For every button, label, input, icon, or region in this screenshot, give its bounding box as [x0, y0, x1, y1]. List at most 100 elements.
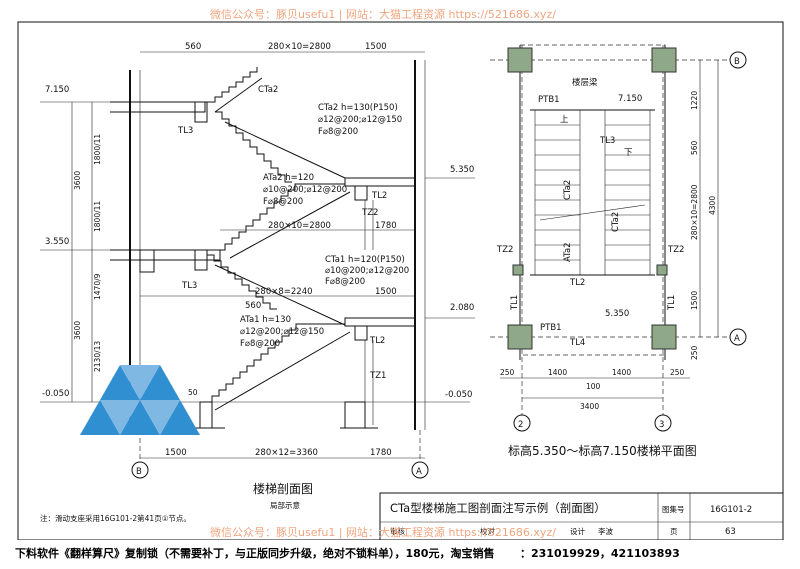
break-line	[539, 204, 646, 221]
dim-1780a: 1780	[375, 221, 397, 231]
sheet-border	[17, 21, 784, 541]
logo-tri-2	[120, 365, 160, 400]
beam-tl2-lower	[354, 325, 368, 341]
label-ata2-spec3: F⌀8@200	[263, 197, 303, 207]
plan-tz2-right	[656, 264, 668, 276]
title-block-review: 审核	[390, 526, 405, 536]
plan-column-tl	[507, 47, 533, 73]
logo-tri-5	[120, 400, 160, 435]
flight-cta1	[207, 254, 277, 310]
flight-ata2-soffit	[229, 191, 351, 259]
beam-tl3-top	[194, 101, 208, 123]
plan-tl1-right: TL1	[667, 295, 677, 311]
plan-dim-100: 100	[586, 382, 601, 391]
logo-tri-8	[160, 400, 200, 435]
plan-rdim-4300: 4300	[708, 196, 717, 215]
label-cta2-spec3: F⌀8@200	[318, 127, 358, 137]
plan-tl3: TL3	[599, 136, 615, 146]
plan-ptb1-top: PTB1	[538, 95, 560, 105]
section-note: 注：滑动支座采用16G101-2第41页①节点。	[40, 513, 191, 523]
label-cta1-spec1: CTa1 h=120(P150)	[325, 255, 405, 265]
plan-rdim-250: 250	[690, 345, 699, 360]
beam-tl2-upper	[354, 185, 368, 201]
label-ata1-spec3: F⌀8@200	[240, 339, 280, 349]
elev-r-minus-0050: -0.050	[445, 390, 472, 400]
flight-top-soffit	[214, 77, 263, 113]
title-block-atlas-no: 16G101-2	[710, 505, 752, 515]
plan-ata2: ATa2	[563, 242, 573, 262]
axis-a-bubble	[411, 461, 429, 479]
axis-b-label: B	[136, 467, 142, 477]
slab-3550	[110, 249, 221, 261]
logo-tri-1	[100, 365, 140, 400]
dim-1500b: 1500	[375, 287, 397, 297]
title-block-designer: 李波	[598, 526, 613, 536]
plan-elev-bot: 5.350	[605, 309, 629, 319]
plan-down: 下	[624, 148, 633, 158]
axis-a-label: A	[416, 467, 422, 477]
plan-axis-a-bubble	[729, 328, 747, 346]
plan-axis-b-bubble	[729, 51, 747, 69]
flight-ata2	[220, 183, 345, 251]
plan-treads	[530, 109, 655, 276]
plan-axis-2: 2	[518, 420, 523, 430]
section-sub-caption: 局部示意	[270, 500, 300, 510]
elev-2080: 2.080	[450, 303, 474, 313]
plan-elev-top: 7.150	[618, 94, 642, 104]
dim-560b: 560	[245, 301, 261, 311]
plan-tz2-right-label: TZ2	[667, 245, 684, 255]
plan-rdim-2800: 280×10=2800	[690, 184, 699, 240]
label-cta2: CTa2	[258, 85, 278, 95]
title-block-page-label: 页	[670, 527, 678, 536]
section-caption: 楼梯剖面图	[253, 481, 313, 496]
plan-dim-3400: 3400	[580, 402, 599, 411]
left-dim-2: 1800/11	[93, 201, 102, 232]
plan-axis-b: B	[734, 57, 740, 67]
plan-cta2b: CTa2	[611, 212, 621, 232]
plan-right-dims: 1220 560 280×10=2800 1500 250 4300	[690, 60, 719, 360]
footer-text: 下料软件《翻样算尺》复制锁（不需要补丁，与正版同步升级，绝对不锁料单），180元…	[15, 547, 495, 560]
flight-top	[207, 67, 258, 103]
plan-rdim-1500: 1500	[690, 291, 699, 310]
label-ata1-spec1: ATa1 h=130	[240, 315, 291, 325]
dim-top: 280×10=2800	[268, 42, 331, 52]
plan-tl4: TL4	[569, 338, 585, 348]
logo-triangles	[80, 365, 200, 435]
label-cta2-spec1: CTa2 h=130(P150)	[318, 103, 398, 113]
title-block-check: 校对	[480, 526, 495, 536]
slab-7150	[110, 101, 206, 113]
label-cta1-spec2: ⌀10@200;⌀12@200	[325, 266, 409, 276]
left-total-a: 3600	[73, 171, 82, 190]
left-dim-1: 1800/11	[93, 134, 102, 165]
title-block-title: CTa型楼梯施工图剖面注写示例（剖面图）	[390, 501, 606, 515]
plan-dim-250b: 250	[670, 368, 685, 377]
plan-axis-3: 3	[659, 420, 664, 430]
label-tz1: TZ1	[369, 371, 386, 381]
dim-bottom: 280×12=3360	[255, 448, 318, 458]
left-total-b: 3600	[73, 321, 82, 340]
label-tl3-top: TL3	[177, 126, 193, 136]
dim-560a: 560	[185, 42, 201, 52]
plan-axis-a: A	[734, 334, 740, 344]
section-labels: CTa2 CTa2 h=130(P150) ⌀12@200;⌀12@150 F⌀…	[177, 85, 409, 381]
section-left-dims: 1800/11 1800/11 1470/9 2130/13 3600 3600	[71, 102, 102, 402]
plan-floor-beam: 楼层梁	[572, 77, 598, 88]
logo-tri-4	[100, 400, 140, 435]
plan-labels: 楼层梁 PTB1 7.150 上 下 TL3 CTa2 ATa2 CTa2 TZ…	[496, 77, 684, 348]
plan-column-tr	[651, 47, 677, 73]
label-tz2: TZ2	[361, 208, 378, 218]
dim-1500c: 1500	[165, 448, 187, 458]
plan-tl1-left: TL1	[510, 295, 520, 311]
elev-3550: 3.550	[45, 237, 69, 247]
landing-5350	[344, 177, 416, 187]
logo-tri-7	[80, 400, 120, 435]
label-ata1-spec2: ⌀12@200;⌀12@150	[240, 327, 324, 337]
flight-cta1-soffit	[214, 264, 346, 326]
elev-7150: 7.150	[45, 85, 69, 95]
label-tl2-lower: TL2	[369, 336, 385, 346]
plan-ptb1-bot: PTB1	[540, 323, 562, 333]
footing-left	[199, 401, 213, 429]
dim-mid: 280×10=2800	[268, 221, 331, 231]
